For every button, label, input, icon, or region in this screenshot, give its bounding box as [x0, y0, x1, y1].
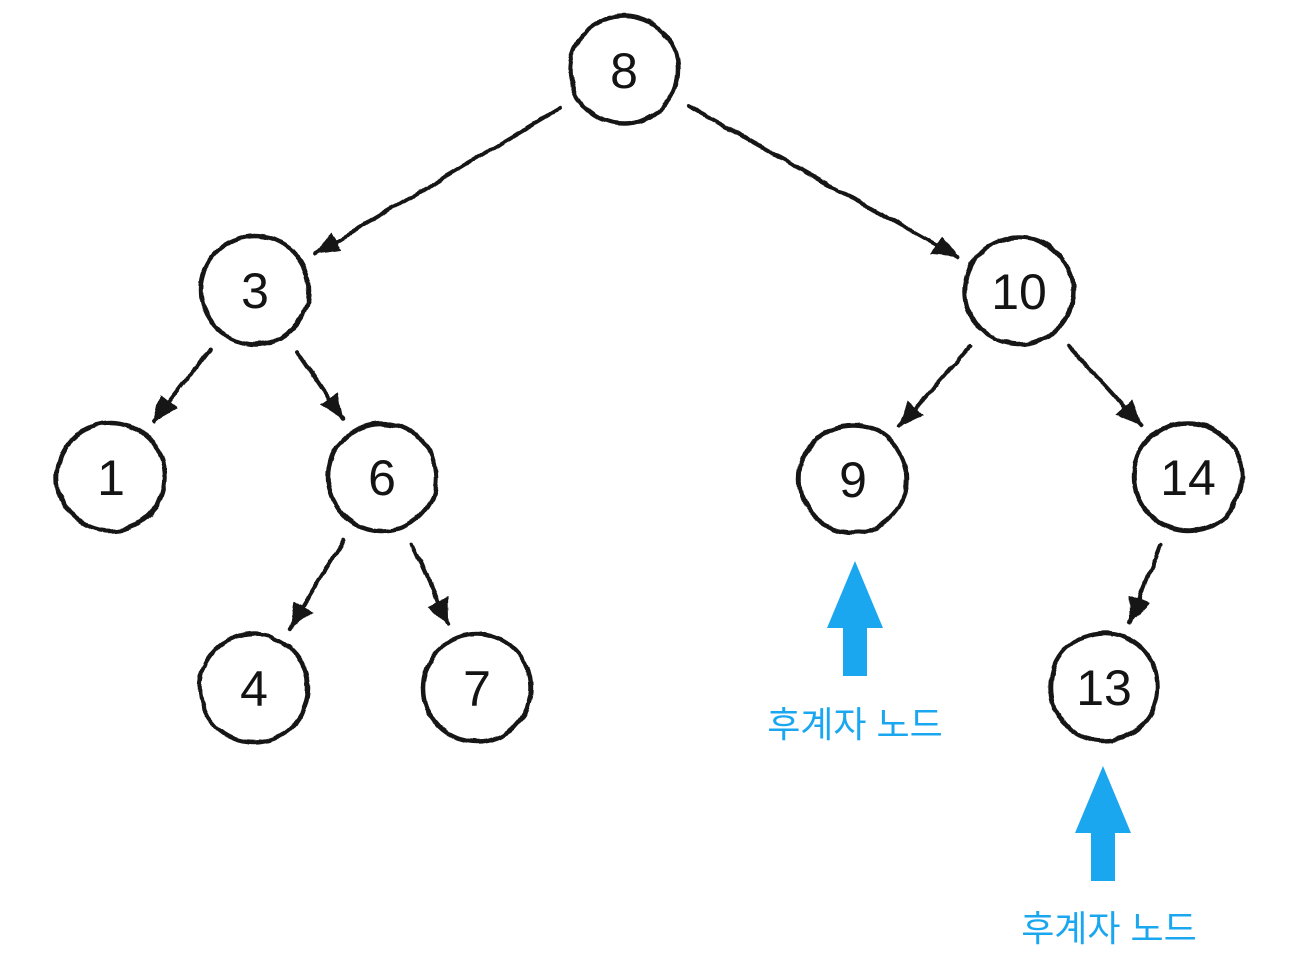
tree-node-circle-3 [198, 233, 312, 347]
tree-node-value-9: 9 [839, 452, 867, 508]
tree-node-circle-6 [325, 420, 439, 534]
tree-node-value-4: 4 [240, 661, 268, 717]
edge-3-6 [294, 349, 345, 422]
tree-node-value-13: 13 [1076, 660, 1132, 716]
tree-node-7: 7 [420, 631, 534, 745]
tree-node-value-7: 7 [463, 661, 491, 717]
edges-layer [151, 104, 1163, 631]
tree-node-circle-7 [420, 631, 534, 745]
tree-node-9: 9 [796, 422, 910, 536]
edge-10-14 [1066, 343, 1143, 428]
tree-node-8: 8 [567, 13, 681, 127]
successor-up-arrow-icon [1075, 766, 1131, 881]
tree-node-circle-9 [796, 422, 910, 536]
tree-node-14: 14 [1131, 420, 1245, 534]
tree-node-4: 4 [197, 631, 311, 745]
successor-label: 후계자 노드 [1021, 908, 1197, 949]
edge-8-3 [313, 105, 563, 257]
tree-node-6: 6 [325, 420, 439, 534]
tree-node-circle-13 [1047, 630, 1161, 744]
nodes-layer: 8 3 10 1 6 9 14 4 7 13 [54, 13, 1245, 745]
edge-6-4 [288, 538, 346, 631]
edge-3-1 [151, 346, 212, 424]
tree-node-circle-4 [197, 631, 311, 745]
tree-node-circle-10 [962, 234, 1076, 348]
tree-node-value-6: 6 [368, 450, 396, 506]
successor-label: 후계자 노드 [767, 704, 943, 745]
tree-node-circle-8 [567, 13, 681, 127]
tree-node-value-1: 1 [97, 450, 125, 506]
tree-node-value-10: 10 [991, 264, 1047, 320]
tree-node-1: 1 [54, 420, 168, 534]
tree-node-13: 13 [1047, 630, 1161, 744]
tree-node-value-3: 3 [241, 263, 269, 319]
tree-node-circle-14 [1131, 420, 1245, 534]
edge-10-9 [897, 344, 973, 429]
tree-node-circle-1 [54, 420, 168, 534]
tree-node-3: 3 [198, 233, 312, 347]
successor-annotation-9: 후계자 노드 [767, 561, 943, 745]
successor-annotation-13: 후계자 노드 [1021, 766, 1197, 949]
tree-node-10: 10 [962, 234, 1076, 348]
edge-6-7 [410, 542, 451, 627]
tree-node-value-8: 8 [610, 43, 638, 99]
edge-14-13 [1127, 543, 1163, 625]
successor-up-arrow-icon [827, 561, 883, 676]
edge-8-10 [686, 104, 960, 259]
tree-node-value-14: 14 [1160, 450, 1216, 506]
